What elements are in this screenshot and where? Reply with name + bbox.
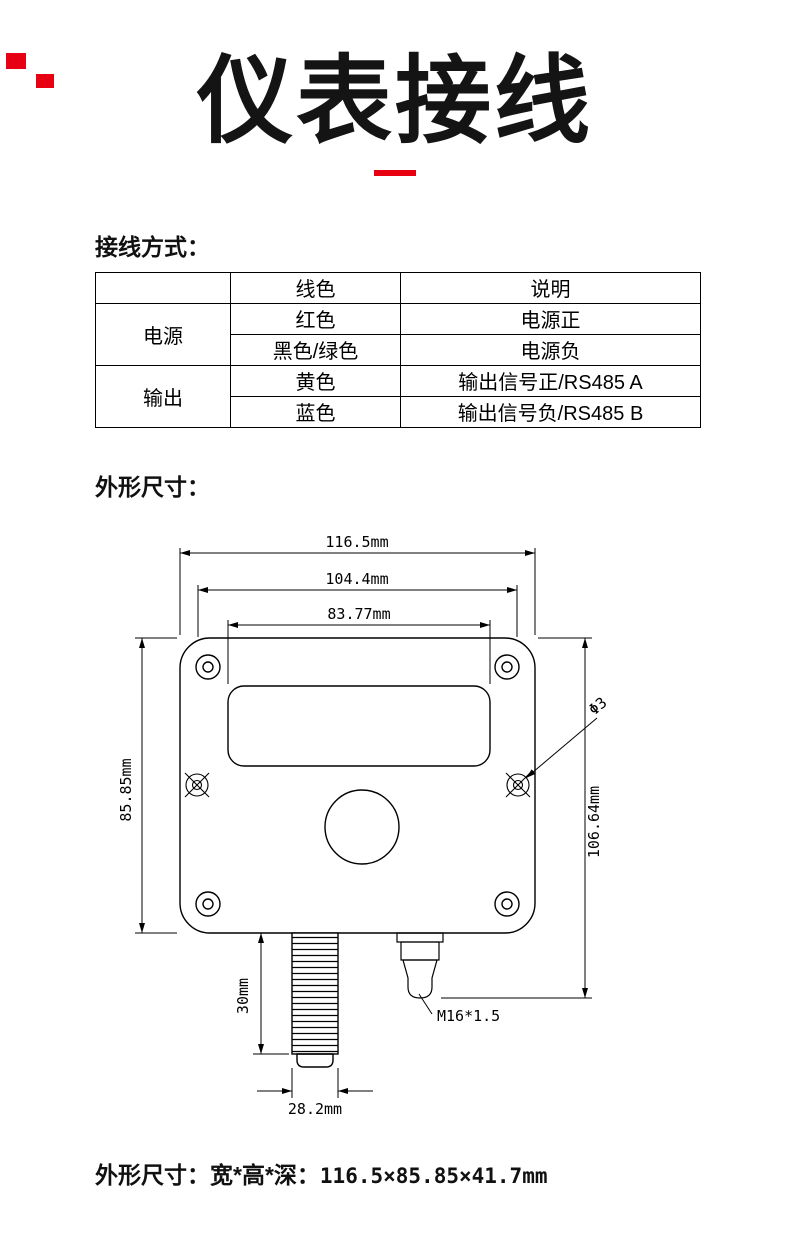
dim-width-outer: 116.5mm (325, 533, 388, 551)
dimension-drawing: 116.5mm 104.4mm 83.77mm 85.85mm 106.64mm… (117, 533, 610, 1118)
device-outline (179, 636, 536, 1068)
corner-decoration (36, 74, 54, 88)
screw-hole-top-right (494, 653, 520, 680)
table-row: 输出 黄色 输出信号正/RS485 A (95, 364, 701, 428)
mount-hole-right (505, 772, 531, 797)
probe-filter (291, 931, 339, 1055)
screw-hole-top-left (195, 653, 221, 680)
footer-value: 116.5×85.85×41.7mm (319, 1163, 548, 1188)
mount-hole-left (184, 772, 210, 797)
sensor-circle (324, 788, 400, 865)
dimensions-section-label: 外形尺寸： (95, 473, 210, 500)
cell-description: 电源正 (400, 302, 701, 335)
dimension-labels: 116.5mm 104.4mm 83.77mm 85.85mm 106.64mm… (117, 533, 610, 1118)
page-title: 仪表接线 (197, 48, 593, 155)
wiring-table: 线色 说明 电源 红色 电源正 黑色/绿色 电源负 输出 黄色 输出信号正/RS… (95, 271, 701, 428)
dimension-lines (135, 547, 598, 1098)
dim-hole-diameter: Φ3 (585, 693, 610, 718)
cell-wire-color: 蓝色 (230, 395, 401, 428)
header-blank-cell (95, 271, 231, 304)
cable-gland (396, 931, 444, 999)
screw-hole-bottom-right (494, 890, 520, 917)
dim-probe-width: 28.2mm (288, 1100, 342, 1118)
cell-description: 输出信号正/RS485 A (400, 364, 701, 397)
dim-probe-length: 30mm (234, 977, 252, 1013)
device-body (179, 636, 536, 934)
cell-wire-color: 红色 (230, 302, 401, 335)
table-header-row: 线色 说明 (95, 271, 701, 304)
title-underline (374, 169, 416, 176)
footer-label: 外形尺寸：宽*高*深： (95, 1161, 320, 1188)
dim-height-body: 85.85mm (117, 758, 135, 821)
cell-description: 输出信号负/RS485 B (400, 395, 701, 428)
dim-height-total: 106.64mm (585, 785, 603, 857)
screw-hole-bottom-left (195, 890, 221, 917)
table-row: 黑色/绿色 电源负 (96, 333, 701, 366)
probe-tip (296, 1052, 334, 1068)
corner-decoration (6, 53, 26, 69)
dim-gland-thread: M16*1.5 (437, 1007, 500, 1025)
table-row: 电源 红色 电源正 (95, 302, 701, 366)
header-description: 说明 (400, 271, 701, 304)
footer-dimensions: 外形尺寸：宽*高*深：116.5×85.85×41.7mm (95, 1156, 790, 1190)
dim-width-display: 83.77mm (327, 605, 390, 623)
cell-description: 电源负 (400, 333, 701, 366)
group-label-output: 输出 (95, 364, 231, 428)
cell-wire-color: 黑色/绿色 (230, 333, 401, 366)
wiring-section-label: 接线方式： (95, 233, 210, 260)
header-wire-color: 线色 (230, 271, 401, 304)
group-label-power: 电源 (95, 302, 231, 366)
cell-wire-color: 黄色 (230, 364, 401, 397)
dim-width-holes: 104.4mm (325, 570, 388, 588)
display-window (227, 684, 491, 767)
table-row: 蓝色 输出信号负/RS485 B (96, 395, 701, 428)
